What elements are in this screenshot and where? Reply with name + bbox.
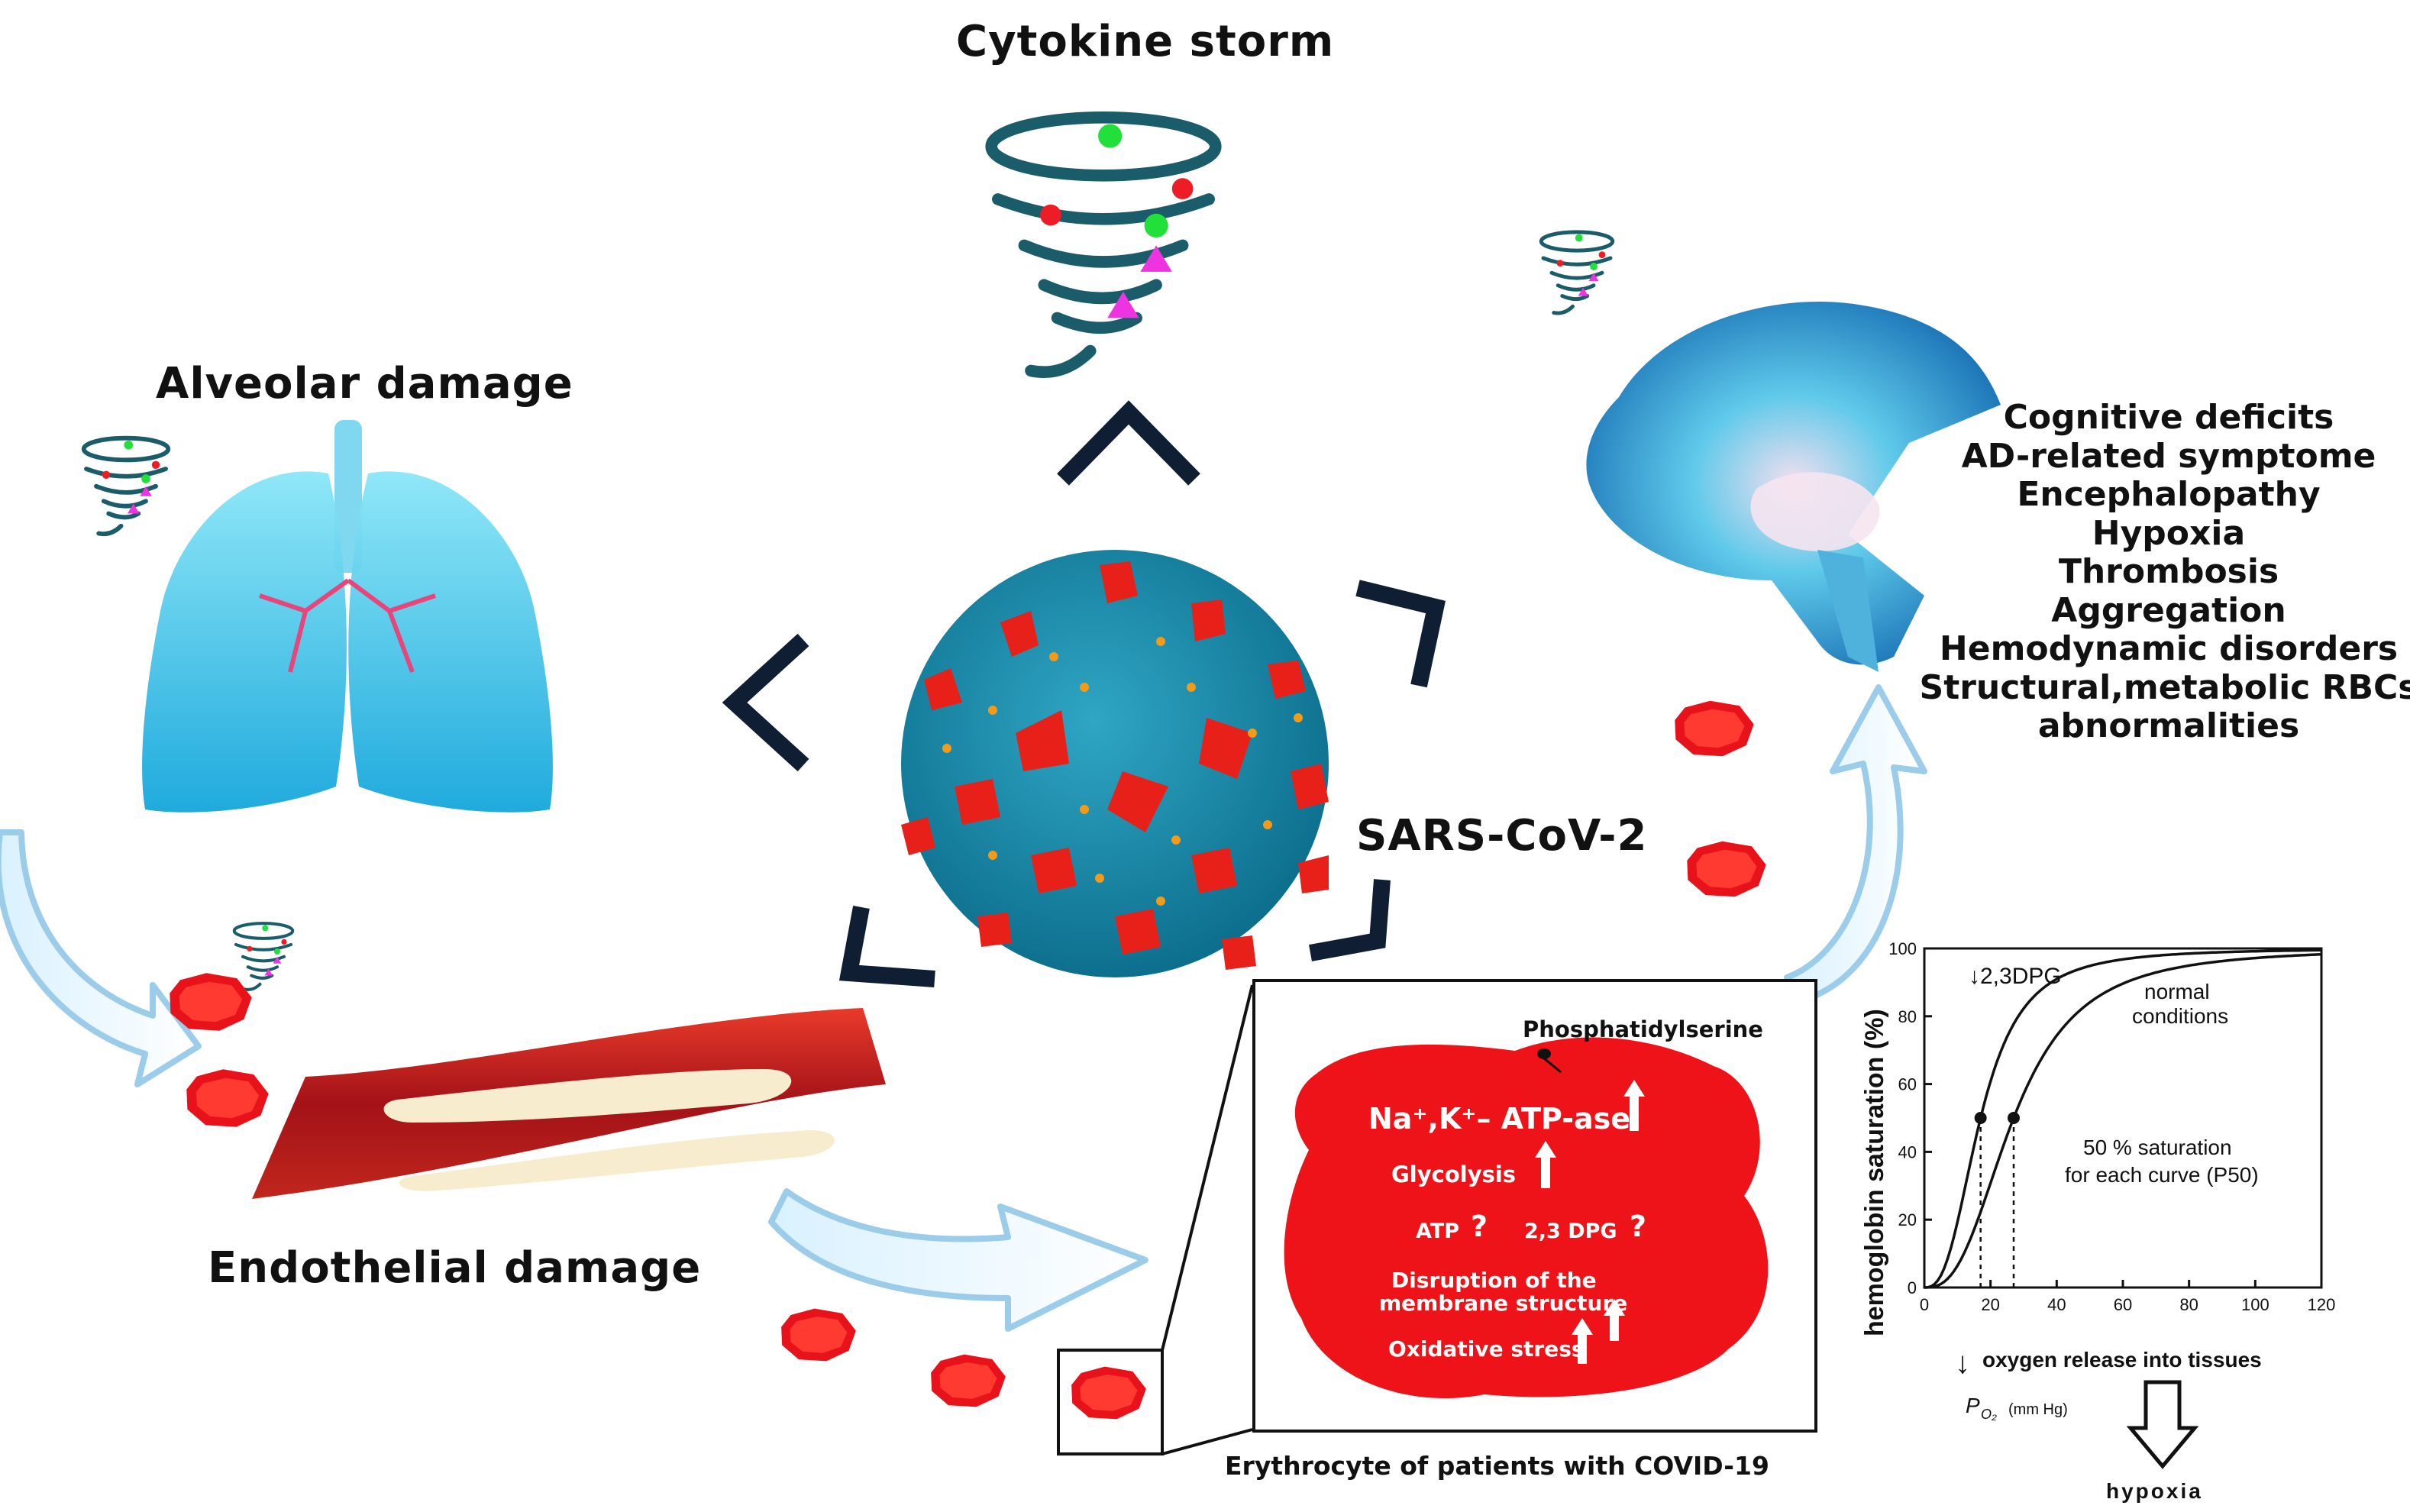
rbc-icon	[781, 1308, 856, 1362]
brain-icon	[1586, 302, 2001, 672]
chart-ticks: 0 20 40 60 80 100 120 0 20 40 60 80 100	[1888, 939, 2335, 1314]
oxidative-stress-label: Oxidative stress	[1388, 1336, 1585, 1362]
rbc-icon	[1071, 1366, 1146, 1420]
tornado-icon	[234, 923, 293, 990]
zoom-line	[1161, 984, 1254, 1351]
p50-annotation-line1: 50 % saturation	[2083, 1136, 2232, 1159]
brain-symptom-list: Cognitive deficits AD-related symptome E…	[1894, 398, 2410, 746]
symptom-item: abnormalities	[2037, 706, 2300, 745]
symptom-item: AD-related symptome	[1961, 436, 2376, 476]
erythrocyte-body	[1284, 1037, 1769, 1399]
chevron-left-icon	[722, 633, 809, 772]
p50-point	[1974, 1112, 1987, 1124]
endothelial-damage-title: Endothelial damage	[208, 1243, 702, 1293]
alveolar-damage-title: Alveolar damage	[156, 359, 573, 409]
blood-vessel-icon	[252, 1008, 886, 1199]
cytokine-storm-title: Cytokine storm	[956, 17, 1335, 66]
oxygen-release-label: oxygen release into tissues	[1982, 1348, 2262, 1371]
phosphatidylserine-label: Phosphatidylserine	[1523, 1016, 1763, 1042]
y-tick-label: 100	[1888, 939, 1917, 958]
arrow-up-icon	[1535, 1141, 1556, 1188]
x-tick-label: 80	[2179, 1295, 2198, 1314]
series-label-dpg: ↓2,3DPG	[1969, 964, 2062, 989]
tornado-icon	[84, 438, 169, 534]
symptom-item: Hemodynamic disorders	[1939, 629, 2399, 668]
arrow-icon	[1784, 684, 1927, 1003]
arrow-icon	[768, 1188, 1148, 1332]
chart-xlabel-unit: (mm Hg)	[2008, 1401, 2068, 1418]
dpg-question: ?	[1630, 1210, 1646, 1243]
y-tick-label: 40	[1898, 1142, 1917, 1161]
chart-ylabel: hemoglobin saturation (%)	[1860, 1009, 1889, 1336]
arrow-icon	[0, 829, 202, 1087]
series-label-normal-line1: normal	[2144, 980, 2210, 1003]
erythrocyte-inset: Phosphatidylserine Na⁺,K⁺– ATP-ase Glyco…	[1252, 979, 1817, 1433]
rbc-icon	[1687, 841, 1766, 897]
y-tick-label: 0	[1908, 1278, 1917, 1297]
zoom-line	[1161, 1428, 1253, 1455]
symptom-item: Cognitive deficits	[2003, 398, 2334, 437]
arrow-down-icon: ↓	[1955, 1346, 1970, 1380]
x-tick-label: 40	[2047, 1295, 2066, 1314]
erythrocyte-caption: Erythrocyte of patients with COVID-19	[1225, 1451, 1769, 1481]
chart-marks	[1974, 1112, 2020, 1287]
dpg-label: 2,3 DPG	[1524, 1220, 1617, 1243]
chevron-up-icon	[1057, 400, 1200, 486]
chevron-downleft-icon	[838, 905, 935, 987]
erythrocyte-diagram: Phosphatidylserine Na⁺,K⁺– ATP-ase Glyco…	[1284, 1016, 1769, 1399]
tornado-icon	[991, 118, 1216, 372]
chart-xlabel: P	[1966, 1394, 1980, 1417]
glycolysis-label: Glycolysis	[1391, 1161, 1516, 1187]
symptom-item: Aggregation	[2051, 590, 2286, 630]
arrow-up-icon	[1604, 1299, 1625, 1341]
rbc-icon	[186, 1069, 269, 1127]
curve-low-dpg	[1924, 948, 2321, 1289]
zoom-source-box	[1057, 1349, 1164, 1455]
rbc-icon	[170, 973, 252, 1031]
arrow-up-icon	[1623, 1080, 1645, 1131]
p50-point	[2008, 1112, 2020, 1124]
chart-curves	[1924, 948, 2322, 1289]
series-label-normal-line2: conditions	[2132, 1004, 2228, 1028]
y-tick-label: 80	[1898, 1007, 1917, 1026]
phosphatidylserine-marker	[1537, 1048, 1551, 1059]
y-tick-label: 60	[1898, 1075, 1917, 1094]
x-tick-label: 100	[2241, 1295, 2269, 1314]
atpase-label: Na⁺,K⁺– ATP-ase	[1368, 1102, 1630, 1136]
oxygen-dissociation-chart: hemoglobin saturation (%) 0 20 40 60 80 100 12…	[1860, 939, 2335, 1503]
x-tick-label: 20	[1981, 1295, 1999, 1314]
rbc-icon	[1675, 700, 1754, 757]
virus-label: SARS-CoV-2	[1356, 811, 1648, 861]
symptom-item: Structural,metabolic RBCs	[1919, 667, 2410, 707]
disruption-label: Disruption of the	[1391, 1268, 1597, 1293]
chevron-upright-icon	[1355, 580, 1446, 688]
atp-label: ATP	[1416, 1220, 1459, 1243]
hypoxia-label: hypoxia	[2106, 1479, 2203, 1503]
lungs-icon	[142, 420, 553, 813]
chart-xlabel-subscript: O₂	[1981, 1407, 1997, 1422]
p50-annotation-line2: for each curve (P50)	[2065, 1163, 2259, 1187]
curve-normal	[1924, 953, 2322, 1289]
x-tick-label: 0	[1920, 1295, 1929, 1314]
hollow-arrow-down-icon	[2126, 1380, 2199, 1469]
tornado-icon	[1541, 232, 1613, 313]
chevron-downright-icon	[1309, 879, 1391, 961]
arrow-up-icon	[1572, 1318, 1593, 1364]
x-tick-label: 120	[2308, 1295, 2336, 1314]
rbc-icon	[931, 1354, 1006, 1407]
x-tick-label: 60	[2114, 1295, 2132, 1314]
disruption-label: membrane structure	[1379, 1291, 1627, 1316]
symptom-item: Encephalopathy	[2017, 475, 2321, 514]
virus-icon	[901, 550, 1329, 977]
phosphatidylserine-pointer	[1543, 1057, 1562, 1074]
y-tick-label: 20	[1898, 1210, 1917, 1229]
symptom-item: Hypoxia	[2092, 513, 2246, 553]
symptom-item: Thrombosis	[2058, 552, 2279, 591]
atp-question: ?	[1471, 1210, 1488, 1243]
